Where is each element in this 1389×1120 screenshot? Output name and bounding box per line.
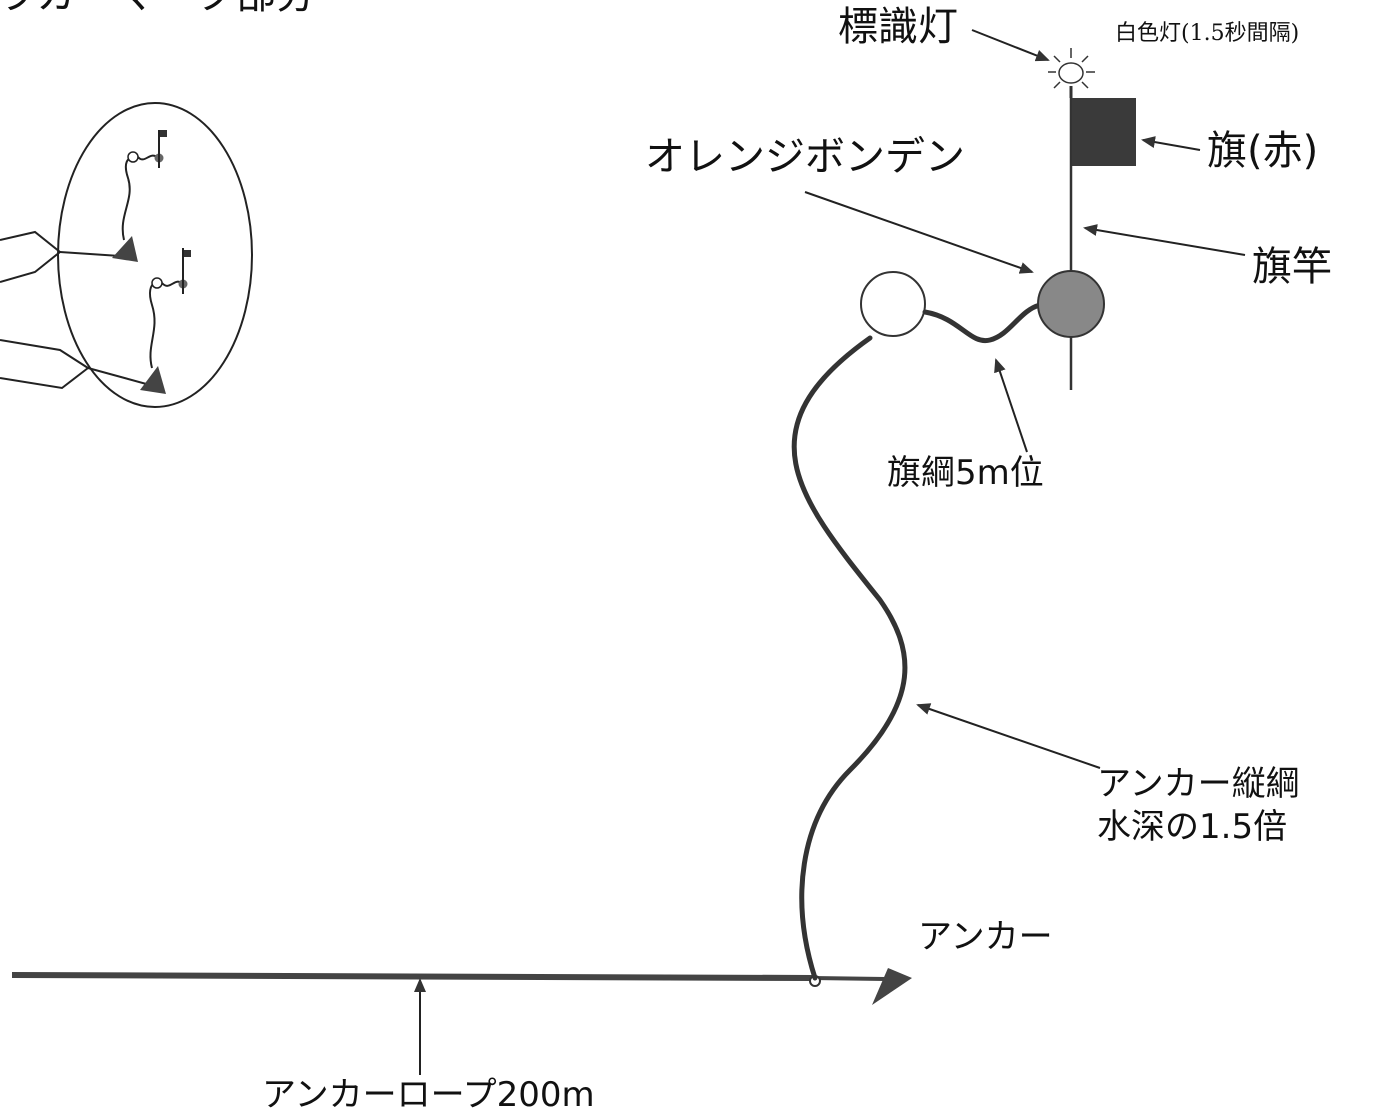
- label-orange-bonden: オレンジボンデン: [645, 134, 965, 180]
- arrow-flag: [1141, 136, 1201, 151]
- label-signal-light: 標識灯: [838, 4, 958, 50]
- inset-flag-upper-icon: [160, 130, 167, 137]
- light-burst-icon: [1048, 48, 1095, 98]
- anchor-rope: [11, 972, 813, 981]
- white-buoy: [860, 271, 926, 337]
- arrow-signal-light: [971, 29, 1050, 62]
- flag-rope: [922, 302, 1043, 344]
- inset-vertical-rope-upper: [121, 155, 134, 241]
- net-shape-upper: [0, 230, 62, 283]
- arrow-anchor-vertical-rope: [916, 703, 1101, 769]
- inset-white-buoy-upper: [127, 151, 139, 163]
- inset-anchor-lower-icon: [140, 366, 166, 394]
- anchor-vertical-rope: [791, 335, 908, 981]
- inset-overview: [0, 102, 253, 408]
- arrow-flag-pole: [1083, 224, 1246, 256]
- label-anchor-rope: アンカーロープ200m: [262, 1075, 595, 1115]
- anchor-shank: [811, 976, 886, 981]
- inset-flag-lower-icon: [184, 250, 191, 257]
- inset-anchor-upper-icon: [112, 236, 138, 262]
- label-flag: 旗(赤): [1207, 128, 1318, 174]
- anchor-triangle-icon: [872, 968, 912, 1005]
- inset-rope-upper: [59, 251, 121, 257]
- label-flag-rope: 旗綱5m位: [887, 453, 1044, 493]
- orange-buoy: [1037, 270, 1105, 338]
- label-anchor-vertical-rope-line2: 水深の1.5倍: [1097, 807, 1287, 847]
- inset-vertical-rope-lower: [148, 280, 157, 369]
- page-title-partial: ラカーマーク部分: [0, 0, 316, 18]
- arrow-orange-bonden: [804, 191, 1034, 274]
- anchor-rope-group: [11, 968, 912, 1005]
- label-anchor-vertical-rope-line1: アンカー縦綱: [1097, 764, 1300, 804]
- label-signal-light-note: 白色灯(1.5秒間隔): [1115, 21, 1299, 46]
- inset-ellipse: [57, 102, 253, 408]
- label-anchor: アンカー: [918, 917, 1053, 957]
- label-flag-pole: 旗竿: [1252, 244, 1332, 290]
- arrow-flag-rope: [994, 358, 1028, 453]
- inset-white-buoy-lower: [151, 277, 163, 289]
- net-shape-lower: [0, 339, 90, 390]
- inset-rope-lower: [87, 367, 151, 386]
- flag-red-icon: [1072, 98, 1136, 166]
